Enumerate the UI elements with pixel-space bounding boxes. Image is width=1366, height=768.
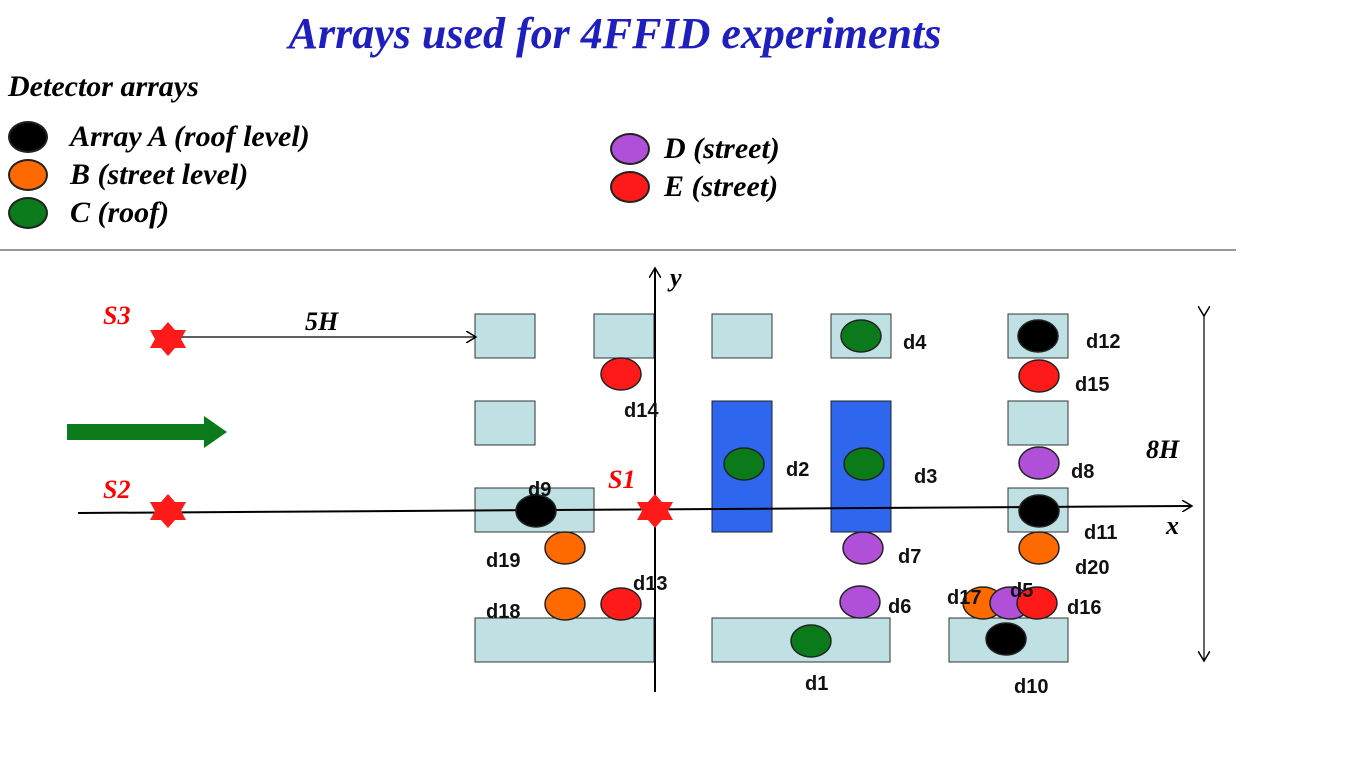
detector-label-d18: d18 xyxy=(486,601,520,623)
purple-dot-icon xyxy=(610,133,650,165)
orange-dot-icon xyxy=(8,159,48,191)
detector-label-d15: d15 xyxy=(1075,374,1109,396)
page-title: Arrays used for 4FFID experiments xyxy=(288,9,942,58)
detector-label-d7: d7 xyxy=(898,546,921,568)
black-dot-icon xyxy=(8,121,48,153)
detector-label-d5: d5 xyxy=(1010,580,1033,602)
detector-black xyxy=(1017,319,1059,353)
source-s1-label: S1 xyxy=(608,465,635,494)
wind-direction-arrow-icon xyxy=(67,416,227,448)
detector-purple xyxy=(842,531,884,565)
legend-item-array-b: B (street level) xyxy=(8,158,248,192)
green-dot-icon xyxy=(8,197,48,229)
detector-label-d17: d17 xyxy=(947,587,981,609)
detector-label-d4: d4 xyxy=(903,332,927,354)
divider xyxy=(0,249,1236,251)
detector-purple xyxy=(1018,446,1060,480)
detector-green xyxy=(840,319,882,353)
legend-label: E (street) xyxy=(664,170,779,203)
detector-label-d10: d10 xyxy=(1014,676,1048,698)
building xyxy=(1007,400,1069,446)
detector-red xyxy=(600,587,642,621)
source-s2-label: S2 xyxy=(103,475,130,504)
detector-label-d20: d20 xyxy=(1075,557,1109,579)
detector-purple xyxy=(839,585,881,619)
source-s2-star-icon xyxy=(150,494,186,528)
x-axis-label: x xyxy=(1165,511,1179,540)
red-dot-icon xyxy=(610,171,650,203)
legend-item-array-e: E (street) xyxy=(610,170,778,204)
legend-item-array-c: C (roof) xyxy=(8,196,169,230)
detector-label-d16: d16 xyxy=(1067,597,1101,619)
detectors xyxy=(515,319,1060,658)
legend-label: Array A (roof level) xyxy=(70,120,310,153)
detector-label-d1: d1 xyxy=(805,673,828,695)
height-dimension-label: 8H xyxy=(1146,435,1180,464)
detector-green xyxy=(723,447,765,481)
legend-label: C (roof) xyxy=(70,196,170,229)
detector-green xyxy=(790,624,832,658)
detector-label-d9: d9 xyxy=(528,479,551,501)
building xyxy=(474,400,536,446)
building xyxy=(711,313,773,359)
y-axis-label: y xyxy=(667,263,682,292)
x-axis xyxy=(77,506,1192,514)
building xyxy=(593,313,655,359)
detector-label-d19: d19 xyxy=(486,550,520,572)
detector-red xyxy=(1016,586,1058,620)
detector-black xyxy=(515,494,557,528)
source-s1-star-icon xyxy=(637,494,673,528)
detector-label-d3: d3 xyxy=(914,466,937,488)
legend-item-array-a: Array A (roof level) xyxy=(8,120,310,154)
detector-label-d12: d12 xyxy=(1086,331,1120,353)
detector-orange xyxy=(544,531,586,565)
source-s3-star-icon xyxy=(150,322,186,356)
detector-label-d2: d2 xyxy=(786,459,809,481)
detector-red xyxy=(600,357,642,391)
source-s3-label: S3 xyxy=(103,301,130,330)
detector-label-d6: d6 xyxy=(888,596,911,618)
building xyxy=(474,313,536,359)
detector-label-d11: d11 xyxy=(1084,522,1117,544)
detector-black xyxy=(985,622,1027,656)
detector-orange xyxy=(544,587,586,621)
detector-label-d13: d13 xyxy=(633,573,667,595)
legend-item-array-d: D (street) xyxy=(610,132,780,166)
building xyxy=(474,617,655,663)
detector-label-d14: d14 xyxy=(624,400,659,422)
legend-heading: Detector arrays xyxy=(8,70,199,103)
width-dimension-label: 5H xyxy=(305,307,339,336)
detector-labels: d4 d12 d15 d14 d2 d3 d8 d9 d11 d19 d7 d2… xyxy=(486,331,1120,698)
legend-label: D (street) xyxy=(664,132,780,165)
legend-label: B (street level) xyxy=(70,158,249,191)
detector-orange xyxy=(1018,531,1060,565)
detector-green xyxy=(843,447,885,481)
detector-red xyxy=(1018,359,1060,393)
detector-black xyxy=(1018,494,1060,528)
detector-label-d8: d8 xyxy=(1071,461,1094,483)
